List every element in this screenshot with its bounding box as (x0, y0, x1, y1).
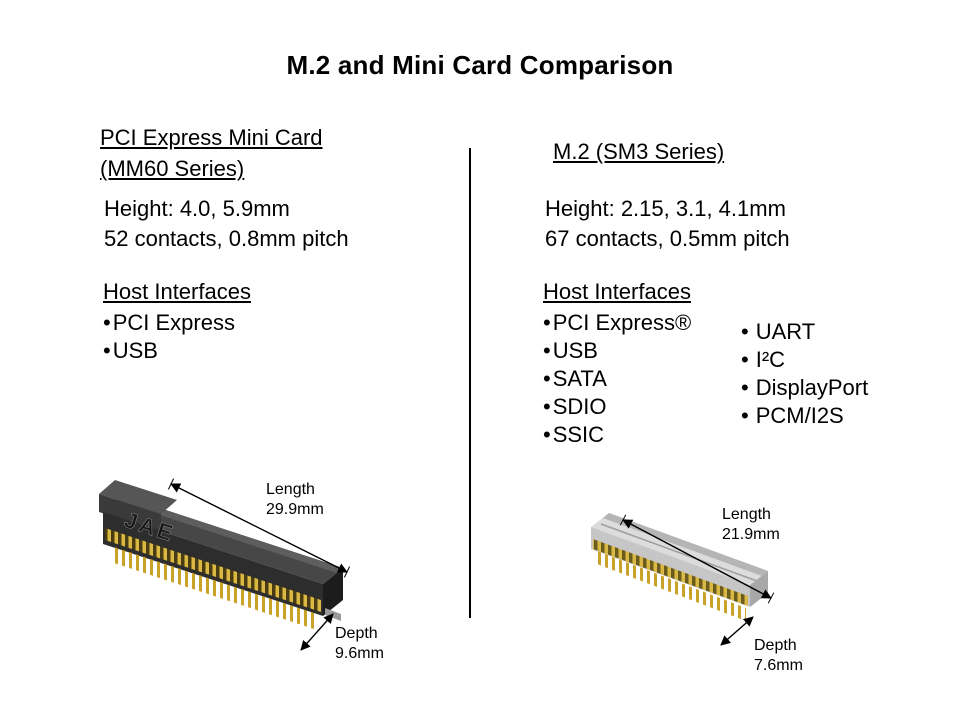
mini-card-length-label: Length 29.9mm (266, 480, 324, 520)
mini-card-specs: Height: 4.0, 5.9mm 52 contacts, 0.8mm pi… (104, 194, 349, 254)
bullet-icon: • (543, 366, 551, 391)
interface-label: SATA (552, 366, 607, 391)
m2-length-value: 21.9mm (722, 526, 780, 543)
interface-item: •PCI Express (103, 309, 251, 337)
interface-item: •USB (103, 337, 251, 365)
m2-length-caption: Length (722, 506, 771, 523)
m2-heading-text: M.2 (SM3 Series) (553, 139, 725, 164)
mini-card-depth-label: Depth 9.6mm (335, 624, 384, 664)
mini-card-connector-image: JAE (99, 478, 351, 651)
interface-item: •SSIC (543, 421, 691, 449)
interface-item: •PCI Express® (543, 309, 691, 337)
interface-item: •SATA (543, 365, 691, 393)
bullet-icon: • (103, 310, 111, 335)
m2-depth-label: Depth 7.6mm (754, 636, 803, 676)
interface-label: PCM/I2S (755, 403, 844, 428)
mini-card-depth-caption: Depth (335, 625, 378, 642)
interface-label: SSIC (552, 422, 605, 447)
page-title: M.2 and Mini Card Comparison (286, 50, 674, 80)
mini-card-depth-arrow (300, 613, 334, 651)
bullet-icon: • (741, 403, 749, 428)
interface-item: •USB (543, 337, 691, 365)
mini-card-heading: PCI Express Mini Card (MM60 Series) (100, 122, 323, 184)
interface-label: USB (112, 338, 158, 363)
interface-item: •SDIO (543, 393, 691, 421)
m2-contacts-spec: 67 contacts, 0.5mm pitch (545, 226, 790, 251)
m2-depth-value: 7.6mm (754, 657, 803, 674)
interface-item: •PCM/I2S (741, 402, 868, 430)
bullet-icon: • (543, 338, 551, 363)
mini-card-length-value: 29.9mm (266, 501, 324, 518)
bullet-icon: • (741, 319, 749, 344)
m2-connector-image (591, 513, 775, 646)
m2-length-arrow (619, 514, 775, 604)
mini-card-contacts-spec: 52 contacts, 0.8mm pitch (104, 226, 349, 251)
m2-depth-caption: Depth (754, 637, 797, 654)
divider-line (469, 148, 471, 618)
interface-item: •UART (741, 318, 868, 346)
m2-depth-arrow (720, 616, 754, 646)
mini-card-length-caption: Length (266, 481, 315, 498)
m2-host-interfaces: Host Interfaces •PCI Express®•USB•SATA•S… (543, 278, 691, 449)
m2-length-label: Length 21.9mm (722, 505, 780, 545)
m2-host-interfaces-col2: •UART•I²C•DisplayPort•PCM/I2S (741, 318, 868, 430)
bullet-icon: • (543, 394, 551, 419)
mini-card-height-spec: Height: 4.0, 5.9mm (104, 196, 290, 221)
mini-card-host-interfaces: Host Interfaces •PCI Express•USB (103, 278, 251, 365)
bullet-icon: • (741, 347, 749, 372)
m2-specs: Height: 2.15, 3.1, 4.1mm 67 contacts, 0.… (545, 194, 790, 254)
m2-interface-list-col2: •UART•I²C•DisplayPort•PCM/I2S (741, 318, 868, 430)
mini-card-heading-row2: (MM60 Series) (100, 153, 323, 184)
m2-interface-list-col1: •PCI Express®•USB•SATA•SDIO•SSIC (543, 309, 691, 449)
bullet-icon: • (741, 375, 749, 400)
interface-label: I²C (755, 347, 786, 372)
interface-item: •DisplayPort (741, 374, 868, 402)
bullet-icon: • (103, 338, 111, 363)
interface-label: USB (552, 338, 598, 363)
interface-label: SDIO (552, 394, 607, 419)
m2-host-interfaces-label-row: Host Interfaces (543, 278, 691, 306)
mini-card-depth-value: 9.6mm (335, 645, 384, 662)
interface-label: PCI Express (112, 310, 235, 335)
mini-card-heading-row1: PCI Express Mini Card (100, 122, 323, 153)
bullet-icon: • (543, 422, 551, 447)
interface-label: UART (755, 319, 816, 344)
m2-host-interfaces-label: Host Interfaces (543, 279, 691, 304)
mini-card-interface-list: •PCI Express•USB (103, 309, 251, 365)
interface-label: PCI Express® (552, 310, 692, 335)
bullet-icon: • (543, 310, 551, 335)
m2-heading: M.2 (SM3 Series) (553, 136, 724, 167)
mini-card-heading-line2: (MM60 Series) (100, 156, 245, 181)
mini-card-host-interfaces-label: Host Interfaces (103, 279, 251, 304)
mini-card-heading-line1: PCI Express Mini Card (100, 125, 323, 150)
interface-label: DisplayPort (755, 375, 869, 400)
interface-item: •I²C (741, 346, 868, 374)
mini-card-host-interfaces-label-row: Host Interfaces (103, 278, 251, 306)
mini-card-length-arrow (167, 478, 351, 578)
m2-height-spec: Height: 2.15, 3.1, 4.1mm (545, 196, 786, 221)
mini-card-through-pins (111, 546, 317, 630)
